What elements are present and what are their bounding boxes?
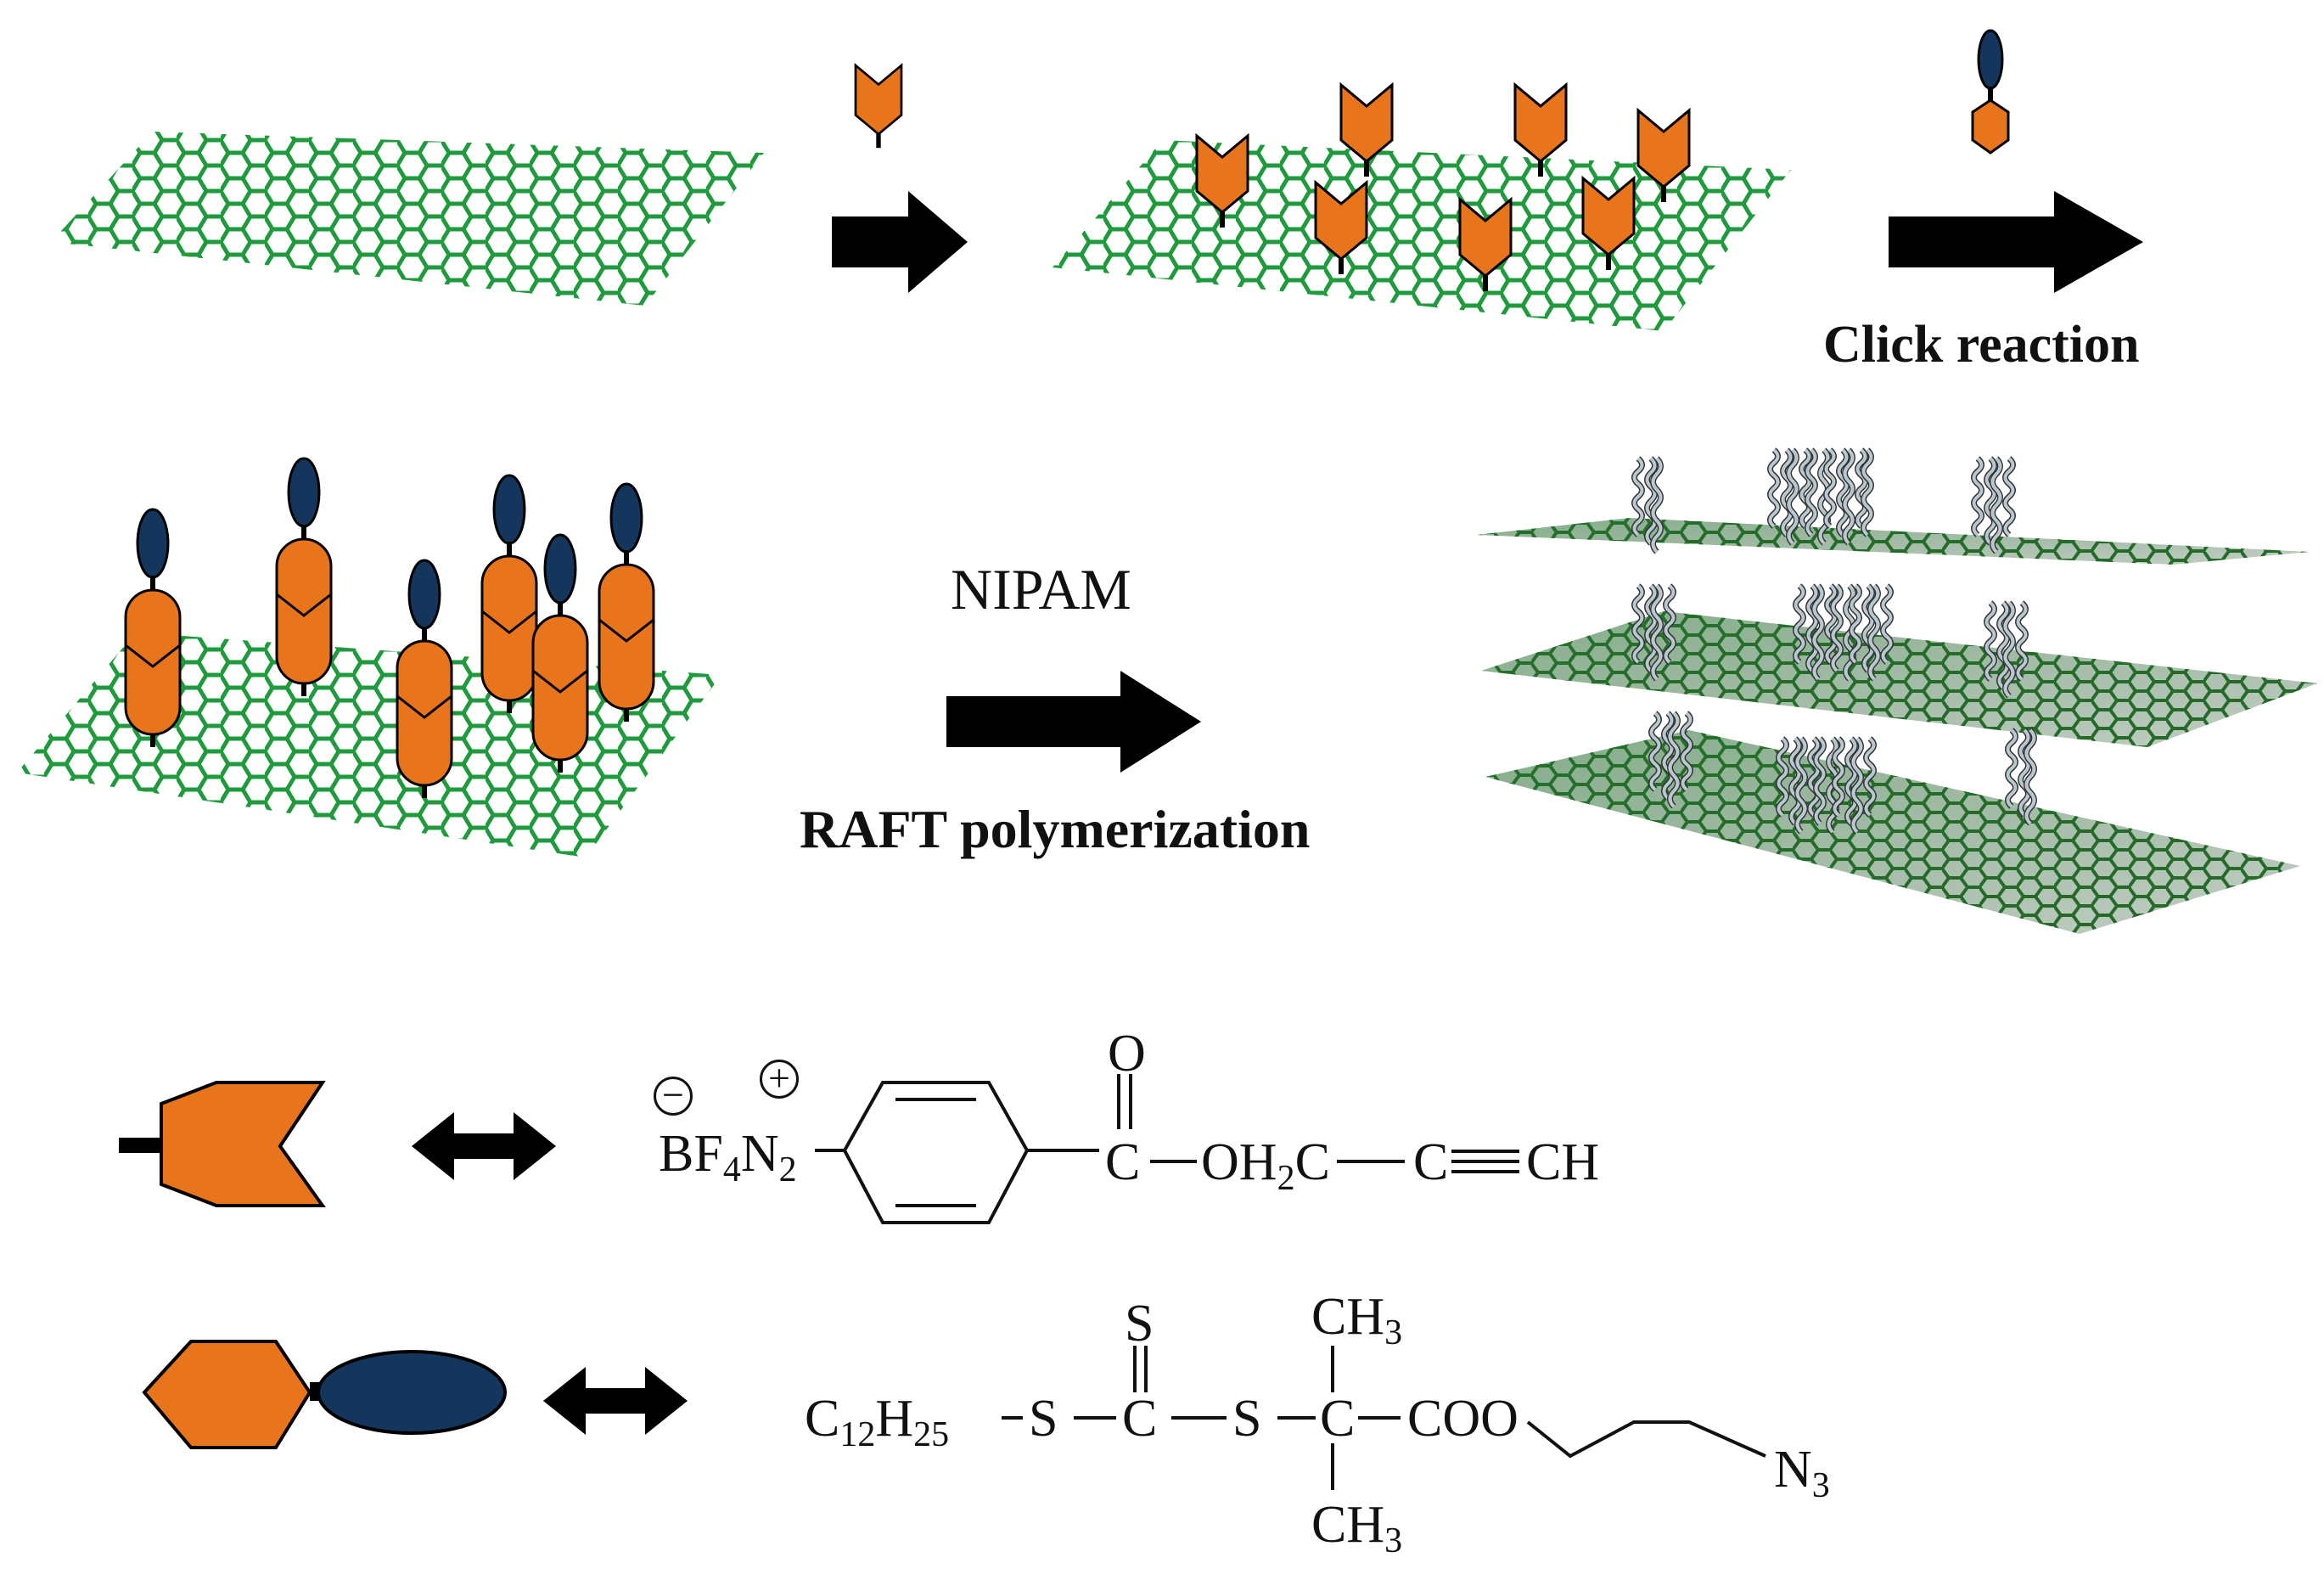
raft-attached-anchors [124, 457, 655, 798]
thiocarbonyl-sulfur: S [1125, 1295, 1154, 1352]
nipam-label: NIPAM [951, 557, 1131, 621]
diazonium-anchor-glyph [1581, 175, 1636, 270]
diazonium-anchor-glyph [1339, 82, 1394, 177]
dodecyl-group: C12H25 [805, 1390, 950, 1454]
raft-structure-bonds [1002, 1346, 1766, 1490]
plus-charge-icon: + [760, 1059, 799, 1099]
diazonium-anchor-glyph [1195, 132, 1249, 228]
diazonium-anchor-glyph [1636, 107, 1691, 202]
polymer-chains [1631, 447, 2037, 835]
raft-agent-icon-small [1971, 29, 2010, 155]
ester-coo: COO [1407, 1390, 1518, 1448]
raft-polymerization-label: RAFT polymerization [800, 799, 1311, 859]
minus-charge-icon: − [654, 1076, 693, 1116]
arrow-icon-1 [832, 191, 968, 293]
alkyne-carbon: C [1413, 1133, 1449, 1191]
diazonium-anchor-glyph [854, 63, 903, 149]
raft-anchor-pill [275, 457, 333, 696]
sulfur-2: S [1232, 1390, 1262, 1448]
stacked-graphene [1477, 518, 2317, 934]
graphene-sheet-1 [51, 132, 764, 306]
quaternary-carbon: C [1320, 1390, 1356, 1448]
methyl-bottom: CH3 [1311, 1496, 1403, 1560]
click-reaction-label: Click reaction [1823, 316, 2140, 374]
double-arrow-icon-2 [543, 1367, 688, 1435]
methyl-top: CH3 [1311, 1288, 1403, 1352]
sulfur-1: S [1029, 1390, 1058, 1448]
counter-ion-label: BF4N2 [659, 1125, 797, 1189]
raft-anchor-pill [598, 482, 655, 722]
raft-anchor-pill [124, 508, 182, 747]
ester-group: OH2C [1201, 1133, 1330, 1198]
diazonium-structure-bonds [815, 1074, 1519, 1224]
diazonium-anchor-glyph [1513, 82, 1568, 177]
arrow-icon-3 [946, 671, 1201, 773]
raft-anchor-pill [531, 533, 589, 773]
diazonium-anchor-glyph [1314, 179, 1368, 274]
diazonium-anchor-icon [119, 1081, 326, 1207]
double-arrow-icon-1 [412, 1112, 556, 1180]
azide-group: N3 [1774, 1441, 1830, 1505]
arrow-icon-2 [1889, 191, 2143, 293]
thiocarbonyl-carbon: C [1122, 1390, 1158, 1448]
carbonyl-oxygen: O [1108, 1025, 1146, 1082]
diazonium-anchor-glyph [1458, 196, 1513, 291]
raft-anchor-pill [396, 559, 453, 798]
raft-agent-icon [142, 1340, 507, 1449]
diazonium-anchors [854, 63, 1691, 291]
alkyne-ch: CH [1526, 1133, 1600, 1191]
carbonyl-carbon: C [1105, 1133, 1141, 1191]
raft-anchor-pill [480, 474, 538, 713]
